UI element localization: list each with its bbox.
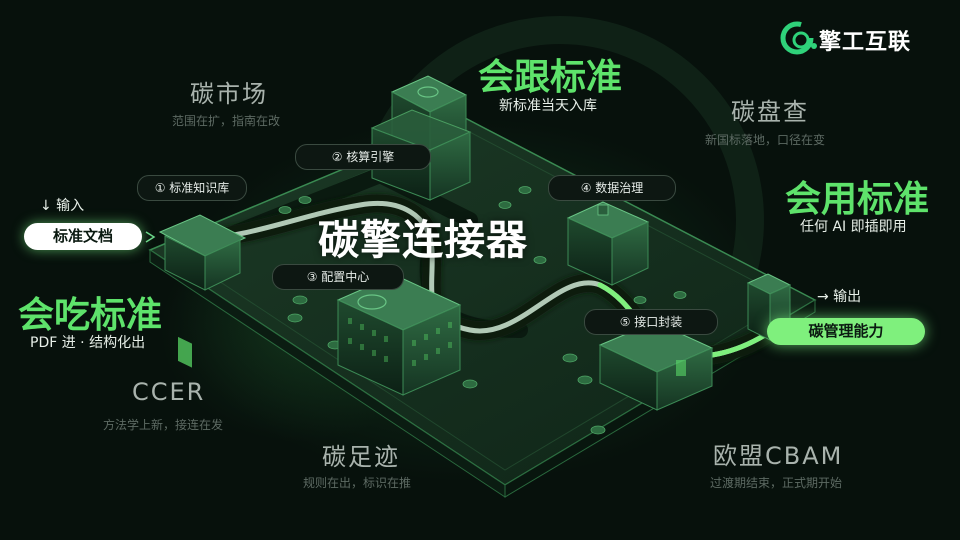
trees (198, 186, 687, 435)
input-label: ↓ 输入 (40, 198, 85, 214)
market-subtitle-cbam: 过渡期结束，正式期开始 (710, 476, 843, 490)
input-pill: 标准文档 (24, 223, 142, 250)
step-pill-knowledge-base: ① 标准知识库 (137, 175, 247, 201)
right-block-title: 会用标准 (785, 179, 930, 220)
building-knowledge-base (158, 214, 247, 368)
market-title-carbon-footprint: 碳足迹 (322, 443, 400, 471)
input-arrow (145, 231, 156, 243)
right-block-subtitle: 任何 AI 即插即用 (800, 219, 907, 235)
top-block-title: 会跟标准 (478, 57, 623, 98)
top-block-subtitle: 新标准当天入库 (499, 98, 597, 114)
building-accounting-engine (370, 75, 472, 201)
left-block-title: 会吃标准 (18, 295, 163, 336)
market-subtitle-carbon-inventory: 新国标落地，口径在变 (705, 133, 826, 147)
step-pill-data-governance: ④ 数据治理 (548, 175, 676, 201)
building-data-governance (566, 201, 650, 286)
step-pill-interface: ⑤ 接口封装 (584, 309, 718, 335)
market-subtitle-carbon-footprint: 规则在出，标识在推 (303, 476, 412, 490)
market-title-carbon-market: 碳市场 (190, 80, 268, 108)
market-title-cbam: 欧盟CBAM (713, 442, 844, 470)
logo-name: 擎工互联 (819, 30, 912, 55)
market-title-ccer: CCER (132, 378, 206, 406)
step-pill-accounting-engine: ② 核算引擎 (295, 144, 431, 170)
market-title-carbon-inventory: 碳盘查 (731, 98, 809, 126)
output-label: → 输出 (817, 289, 862, 305)
market-subtitle-carbon-market: 范围在扩，指南在改 (172, 114, 281, 128)
left-block-subtitle: PDF 进 · 结构化出 (30, 335, 146, 351)
output-pill: 碳管理能力 (767, 318, 925, 345)
logo-mark-icon (780, 21, 817, 55)
center-title: 碳擎连接器 (318, 216, 528, 264)
step-pill-config-center: ③ 配置中心 (272, 264, 404, 290)
market-subtitle-ccer: 方法学上新，接连在发 (103, 418, 224, 432)
